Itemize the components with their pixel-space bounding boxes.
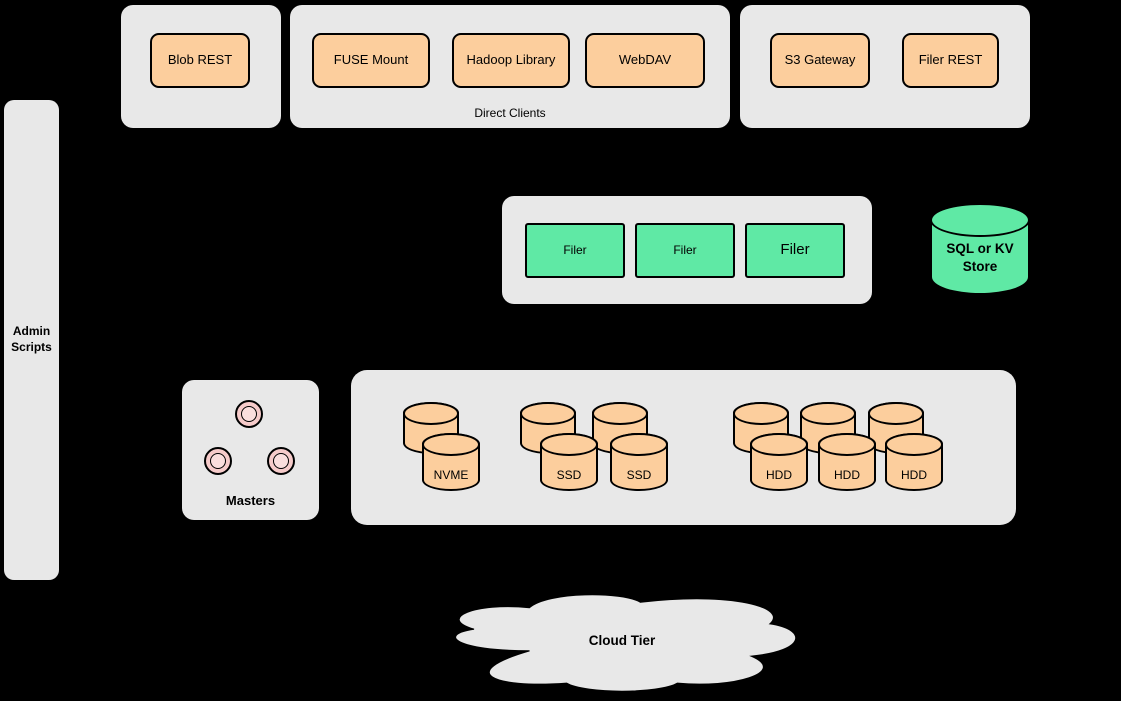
node-webdav: WebDAV [585,33,705,88]
disk-hdd-1: HDD [750,433,808,491]
admin-scripts-label: Admin Scripts [11,324,52,354]
node-filer-3: Filer [745,223,845,278]
node-s3-gateway: S3 Gateway [770,33,870,88]
master-node-circle-3 [267,447,295,475]
node-filer-2: Filer [635,223,735,278]
node-filer-rest: Filer REST [902,33,999,88]
disk-nvme: NVME [422,433,480,491]
node-fuse-mount: FUSE Mount [312,33,430,88]
admin-scripts-panel: Admin Scripts [4,100,59,580]
cloud-tier: Cloud Tier [437,586,807,694]
node-hadoop-library: Hadoop Library [452,33,570,88]
disk-hdd-2: HDD [818,433,876,491]
disk-ssd-2: SSD [610,433,668,491]
cloud-tier-label: Cloud Tier [588,632,656,648]
direct-clients-caption: Direct Clients [474,106,546,120]
cloud-shape [437,586,807,694]
gateway-panel: S3 Gateway Filer REST [740,5,1030,128]
direct-clients-panel: FUSE Mount Hadoop Library WebDAV Direct … [290,5,730,128]
disk-ssd-1: SSD [540,433,598,491]
disk-hdd-3: HDD [885,433,943,491]
masters-label: Masters [225,493,276,508]
node-blob-rest: Blob REST [150,33,250,88]
sql-kv-store-cylinder: SQL or KV Store [930,203,1030,295]
node-filer-1: Filer [525,223,625,278]
master-node-circle-2 [204,447,232,475]
blob-rest-panel: Blob REST [121,5,281,128]
masters-panel: Masters [182,380,319,520]
master-node-circle-1 [235,400,263,428]
filer-panel: Filer Filer Filer [502,196,872,304]
volume-servers-panel: NVME SSD SSD HDD HDD HDD [351,370,1016,525]
